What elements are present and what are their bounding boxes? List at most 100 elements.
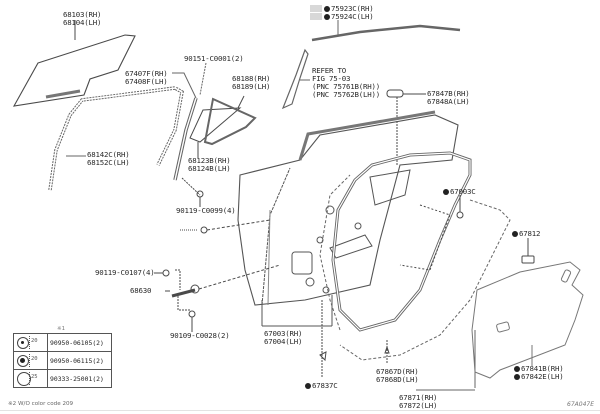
part-number-lh: 67408F(LH) [125, 77, 168, 86]
part-number-rh: 67841B(RH) [514, 365, 564, 373]
callout-90119-c0099: 90119-C0099(4) [176, 206, 236, 215]
ring-center [21, 341, 24, 344]
part-number-text: 67842E(LH) [521, 372, 564, 381]
part-number-text: 67003C [450, 187, 476, 196]
callout-67003: 67003(RH) 67004(LH) [264, 330, 302, 346]
ring-center [20, 358, 25, 363]
color-swatch [310, 13, 322, 20]
callout-67847: 67847B(RH) 67848A(LH) [427, 90, 470, 106]
callout-68103: 68103(RH) 68104(LH) [63, 11, 101, 27]
legend-size: 20 [31, 338, 38, 344]
callout-68188: 68188(RH) 68189(LH) [232, 75, 270, 91]
part-number-rh: 75923C(RH) [310, 5, 374, 13]
non-reusable-dot-icon [324, 13, 330, 20]
footnote: ※2 W/O color code 209 [8, 401, 74, 407]
non-reusable-dot-icon [514, 373, 520, 380]
legend-part-number: 90950-06105(2) [47, 333, 112, 352]
part-number-rh: 67871(RH) [399, 393, 438, 402]
legend-row: 25 90333-25001(2) [13, 369, 112, 388]
callout-67837: 67837C [305, 382, 338, 390]
callout-67867: 67867D(RH) 67868D(LH) [376, 368, 419, 384]
part-number-lh: 67842E(LH) [514, 373, 564, 381]
stud-bolt [180, 219, 271, 234]
part-number-rh: 68123B(RH) [188, 156, 231, 165]
legend-row: 20 90950-06105(2) [13, 333, 112, 352]
part-number-text: 67841B(RH) [521, 364, 564, 373]
non-reusable-dot-icon [514, 365, 520, 372]
clip-67837 [319, 300, 327, 378]
legend-size: 25 [31, 374, 38, 380]
part-number-text: 67812 [519, 229, 541, 238]
callout-67871: 67871(RH) 67872(LH) [399, 394, 437, 410]
part-number-rh: 67867D(RH) [376, 367, 419, 376]
part-number-lh: 68189(LH) [232, 82, 271, 91]
bottom-divider [0, 410, 600, 411]
figure-code: 67A047E [567, 401, 594, 408]
non-reusable-dot-icon [305, 382, 311, 389]
legend-symbol-cell: 25 [13, 369, 48, 388]
clip-67847 [386, 89, 426, 165]
legend-symbol-cell: 20 [13, 333, 48, 352]
legend-row: 20 90950-06115(2) [13, 351, 112, 370]
fastener-legend-table: 20 90950-06105(2) 20 90950-06115(2) 25 9… [13, 333, 112, 388]
service-hole-cover [471, 261, 584, 379]
door-weatherstrip [319, 151, 511, 391]
callout-67003c: 67003C [443, 188, 476, 196]
refer-to-figure-note: REFER TO FIG 75-03 (PNC 75761B(RH)) (PNC… [312, 67, 380, 99]
division-bar [172, 62, 207, 181]
callout-67812: 67812 [512, 230, 540, 238]
rear-door-glass [12, 20, 136, 107]
part-number-rh: 67003(RH) [264, 329, 303, 338]
clip-67812 [521, 238, 535, 264]
window-frame-moulding [281, 20, 461, 110]
part-number-text: 67837C [312, 381, 338, 390]
non-reusable-dot-icon [324, 5, 330, 12]
refer-line: (PNC 75761B(RH)) [312, 82, 380, 91]
color-swatch [310, 5, 322, 12]
dimension-line [29, 354, 31, 367]
legend-part-number: 90950-06115(2) [47, 351, 112, 370]
legend-size: 20 [31, 356, 38, 362]
part-number-rh: 68142C(RH) [87, 150, 130, 159]
callout-67841: 67841B(RH) 67842E(LH) [514, 365, 564, 381]
refer-line: FIG 75-03 [312, 74, 351, 83]
part-number-lh: 67868D(LH) [376, 375, 419, 384]
part-number-lh: 67848A(LH) [427, 97, 470, 106]
callout-75923: 75923C(RH) 75924C(LH) [310, 5, 374, 21]
dimension-line [29, 372, 31, 385]
part-number-rh: 68188(RH) [232, 74, 271, 83]
non-reusable-dot-icon [443, 188, 449, 195]
part-number-lh: 75924C(LH) [310, 13, 374, 21]
part-number-lh: 68152C(LH) [87, 158, 130, 167]
clip-large-dot-icon [17, 355, 29, 367]
part-number-lh: 67004(LH) [264, 337, 303, 346]
clip-67867 [384, 340, 390, 364]
part-number-rh: 67847B(RH) [427, 89, 470, 98]
quarter-window [181, 95, 257, 207]
part-number-lh: 67872(LH) [399, 401, 438, 410]
callout-68630: 68630 [130, 286, 152, 295]
callout-68142: 68142C(RH) 68152C(LH) [87, 151, 130, 167]
callout-90119-c0107: 90119-C0107(4) [95, 268, 155, 277]
refer-line: REFER TO [312, 66, 346, 75]
legend-symbol-cell: 20 [13, 351, 48, 370]
part-number-rh: 67407F(RH) [125, 69, 168, 78]
part-number-rh: 68103(RH) [63, 10, 102, 19]
plug-open-icon [17, 372, 31, 386]
legend-part-number: 90333-25001(2) [47, 369, 112, 388]
callout-90109: 90109-C0028(2) [170, 331, 230, 340]
callout-67407: 67407F(RH) 67408F(LH) [125, 70, 168, 86]
dimension-line [29, 336, 31, 349]
door-shell [237, 110, 459, 327]
rear-door-glass-run [48, 86, 184, 191]
plug-67003c [399, 195, 464, 271]
legend-marker: ※1 [57, 326, 65, 332]
part-number-text: 75924C(LH) [331, 12, 374, 21]
callout-68123: 68123B(RH) 68124B(LH) [188, 157, 231, 173]
part-number-text: 75923C(RH) [331, 4, 374, 13]
door-hinge [154, 264, 281, 332]
part-number-lh: 68124B(LH) [188, 164, 231, 173]
non-reusable-dot-icon [512, 230, 518, 237]
callout-90151: 90151-C0001(2) [184, 54, 244, 63]
